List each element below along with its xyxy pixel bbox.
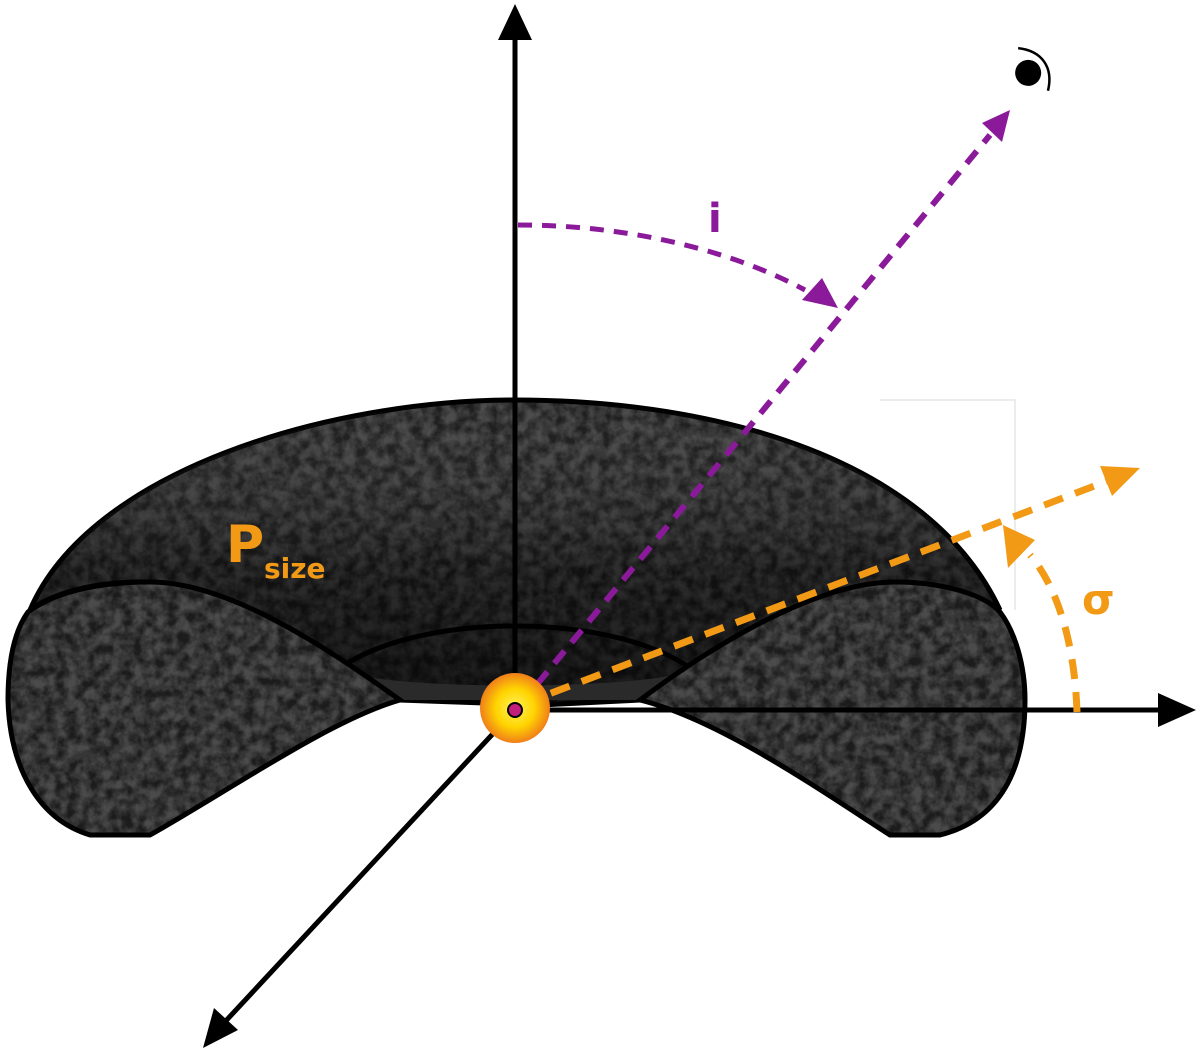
sigma-label: σ (1082, 575, 1115, 624)
inclination-arc (518, 225, 805, 290)
z-axis-arrowhead (498, 4, 532, 40)
inclination-label: i (708, 196, 722, 242)
sigma-direction-arrowhead (1100, 466, 1140, 496)
size-label-subscript: size (264, 552, 326, 585)
sigma-arc-arrowhead (1003, 525, 1035, 568)
size-label-main: P (226, 515, 264, 575)
central-source (480, 673, 550, 743)
central-source-core (508, 703, 522, 717)
observer-eye-icon (1003, 40, 1059, 101)
sigma-arc (1030, 555, 1077, 712)
inclination-arc-arrowhead (802, 278, 838, 308)
x-axis-arrowhead (1158, 693, 1196, 727)
